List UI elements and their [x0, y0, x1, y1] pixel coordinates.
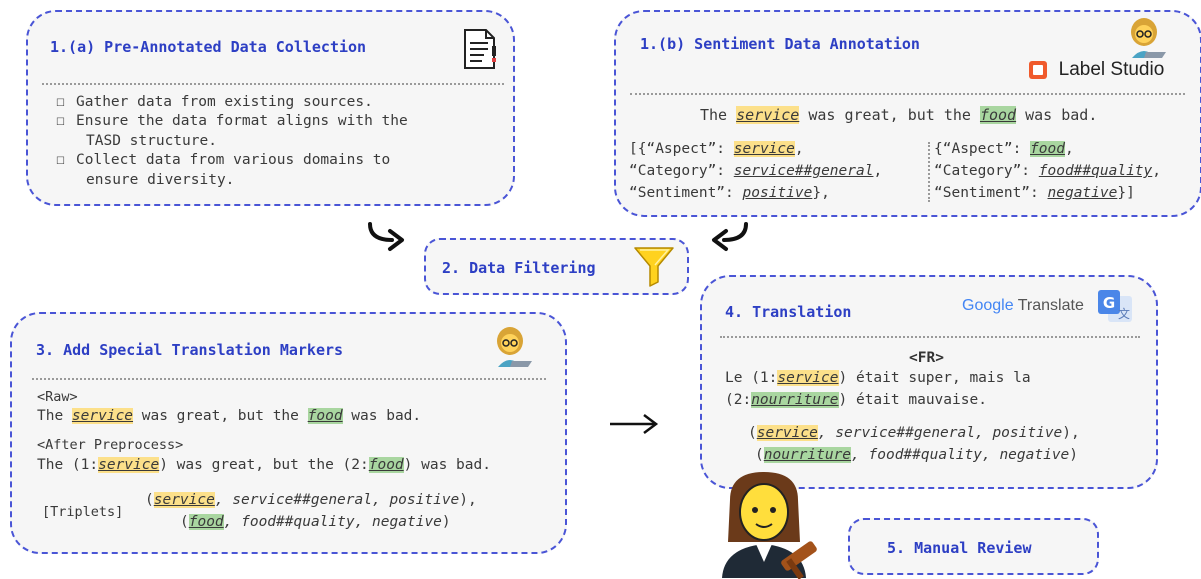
box-pre-annotated-data-collection: [26, 10, 515, 206]
document-icon: [464, 29, 496, 69]
annotator-icon: [497, 327, 532, 367]
translated-triplet-2: (nourriture, food##quality, negative): [755, 447, 1079, 463]
label-studio-logo: Label Studio: [1029, 59, 1164, 81]
annotation-sentence: The service was great, but the food was …: [700, 106, 1098, 124]
box-3-title: 3. Add Special Translation Markers: [36, 341, 344, 359]
judge-icon: [722, 472, 817, 579]
annotation-right-line-2: “Category”: food##quality,: [934, 163, 1161, 179]
box-1a-separator: [42, 83, 504, 85]
annotation-left-line-2: “Category”: service##general,: [629, 163, 883, 179]
svg-text:G: G: [1103, 294, 1115, 312]
box-sentiment-data-annotation: [614, 10, 1201, 217]
triplets-label: [Triplets]: [42, 504, 124, 520]
google-translate-logo: Google Translate: [962, 297, 1084, 314]
google-translate-icon: G 文: [1098, 290, 1132, 322]
triplet-2: (food, food##quality, negative): [180, 514, 451, 530]
box-manual-review: [848, 518, 1099, 575]
checkbox-icon: ☐: [56, 113, 65, 129]
annotation-left-line-1: [{“Aspect”: service,: [629, 141, 804, 157]
target-language-label: <FR>: [909, 350, 944, 366]
box-special-translation-markers: [10, 312, 567, 554]
box-4-separator: [720, 336, 1140, 338]
arrow-markers-to-translation: [610, 414, 659, 434]
funnel-icon: [634, 247, 674, 287]
box-translation: [700, 275, 1158, 489]
bullet-item-2: ☐Ensure the data format aligns with the: [56, 113, 408, 129]
box-1b-title: 1.(b) Sentiment Data Annotation: [640, 35, 920, 53]
raw-sentence: The service was great, but the food was …: [37, 408, 422, 424]
translated-line-2: (2:nourriture) était mauvaise.: [725, 392, 987, 408]
box-1a-title: 1.(a) Pre-Annotated Data Collection: [50, 38, 367, 56]
checkbox-icon: ☐: [56, 152, 65, 168]
svg-text:文: 文: [1118, 306, 1130, 321]
annotation-column-divider: [928, 142, 930, 202]
bullet-item-3-cont: ensure diversity.: [86, 172, 235, 188]
translated-line-1: Le (1:service) était super, mais la: [725, 370, 1031, 386]
box-2-title: 2. Data Filtering: [442, 259, 596, 277]
label-studio-icon: [1029, 61, 1047, 79]
after-preprocess-label: <After Preprocess>: [37, 437, 184, 453]
aspect-food-highlight: food: [979, 106, 1017, 124]
arrow-1b-to-filter: [712, 222, 748, 251]
aspect-service-highlight: service: [736, 106, 800, 124]
checkbox-icon: ☐: [56, 94, 65, 110]
triplet-1: (service, service##general, positive),: [145, 492, 477, 508]
translated-triplet-1: (service, service##general, positive),: [748, 425, 1080, 441]
annotation-right-line-1: {“Aspect”: food,: [934, 141, 1074, 157]
preprocessed-sentence: The (1:service) was great, but the (2:fo…: [37, 457, 491, 473]
arrow-1a-to-filter: [368, 222, 404, 251]
bullet-item-1: ☐Gather data from existing sources.: [56, 94, 373, 110]
bullet-item-3: ☐Collect data from various domains to: [56, 152, 391, 168]
annotation-left-line-3: “Sentiment”: positive},: [629, 185, 830, 201]
bullet-item-2-cont: TASD structure.: [86, 133, 217, 149]
box-4-title: 4. Translation: [725, 303, 852, 321]
annotation-right-line-3: “Sentiment”: negative}]: [934, 185, 1135, 201]
box-3-separator: [32, 378, 546, 380]
box-1b-separator: [630, 93, 1185, 95]
annotator-icon: [1131, 18, 1166, 58]
box-5-title: 5. Manual Review: [887, 539, 1032, 557]
raw-label: <Raw>: [37, 389, 78, 405]
